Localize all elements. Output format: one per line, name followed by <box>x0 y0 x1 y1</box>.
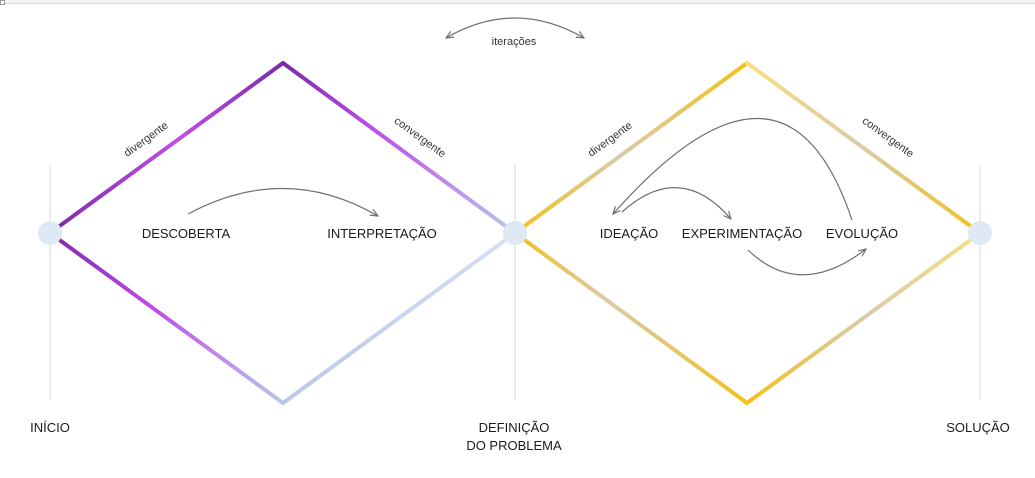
diamond2-edge-bottom-right <box>745 231 982 405</box>
milestone-problem-definition-line1: DEFINIÇÃO <box>479 420 550 435</box>
corner-handle <box>0 0 5 5</box>
phase-discovery-label: DESCOBERTA <box>142 226 231 241</box>
diamond2-edge-top-right <box>745 61 982 235</box>
arrow-experimentation-to-evolution <box>747 249 866 276</box>
node-solution <box>968 221 992 245</box>
window-top-edge <box>0 0 1035 4</box>
milestone-problem-definition-line2: DO PROBLEMA <box>466 438 562 453</box>
arrow-discovery-to-interpretation <box>187 187 378 216</box>
phase-ideation-label: IDEAÇÃO <box>600 226 659 241</box>
diamond2-divergent-label: divergente <box>586 120 635 160</box>
diamond1-edge-bottom-right <box>281 231 517 405</box>
node-start <box>38 221 62 245</box>
diamond-discovery <box>48 61 517 405</box>
iterations-arrow <box>446 17 584 38</box>
diamond1-edge-top-right <box>281 61 517 235</box>
arrow-evolution-to-ideation <box>613 117 853 221</box>
diamond2-edge-top-left <box>513 61 749 235</box>
phase-interpretation-label: INTERPRETAÇÃO <box>327 226 437 241</box>
diamond1-edge-bottom-left <box>48 231 285 405</box>
milestone-start-label: INÍCIO <box>30 420 70 435</box>
diamond1-divergent-label: divergente <box>122 120 171 160</box>
phase-experimentation-label: EXPERIMENTAÇÃO <box>682 226 802 241</box>
diamond2-edge-bottom-left <box>513 231 749 405</box>
iterations-label: iterações <box>492 36 537 48</box>
diamond-solution <box>513 61 982 405</box>
milestone-solution-label: SOLUÇÃO <box>946 420 1010 435</box>
phase-evolution-label: EVOLUÇÃO <box>826 226 898 241</box>
diamond1-convergent-label: convergente <box>392 115 448 160</box>
node-problem-definition <box>503 221 527 245</box>
diamond1-edge-top-left <box>48 61 285 235</box>
arrow-ideation-to-experimentation <box>621 187 731 219</box>
